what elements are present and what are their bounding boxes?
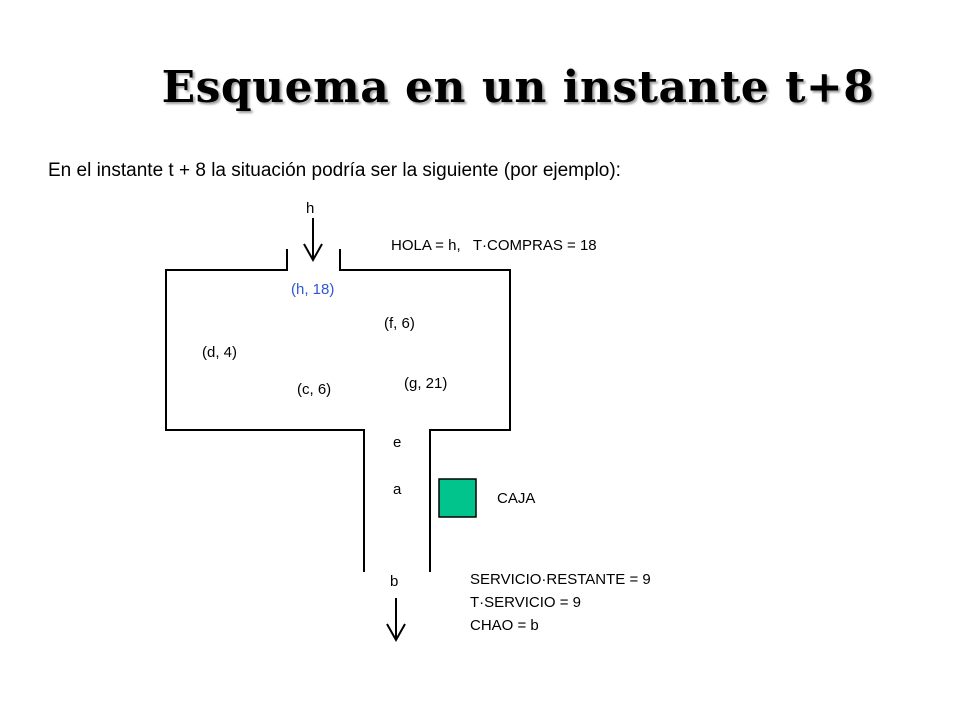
subtitle: En el instante t + 8 la situación podría… [48,160,621,181]
store-outline [165,249,511,572]
caja-box [438,478,477,518]
shop-client-label: (d, 4) [202,344,237,361]
outgoing-arrow [386,598,406,643]
state-bottom-line: SERVICIO·RESTANTE = 9 [470,571,651,588]
shop-client-label: (f, 6) [384,315,415,332]
shop-client-label: (c, 6) [297,381,331,398]
state-bottom-line: CHAO = b [470,617,539,634]
state-bottom-line: T·SERVICIO = 9 [470,594,581,611]
queue-client-label: e [393,434,401,451]
shop-client-label: (g, 21) [404,375,447,392]
incoming-client-label: h [306,200,314,217]
queue-client-label: a [393,481,402,498]
slide-title: Esquema en un instante t+8 [161,62,875,113]
caja-label: CAJA [497,490,535,507]
state-top-label: HOLA = h, T·COMPRAS = 18 [391,237,597,254]
new-client-label: (h, 18) [291,281,334,298]
incoming-arrow [303,218,323,263]
outgoing-client-label: b [390,573,398,590]
